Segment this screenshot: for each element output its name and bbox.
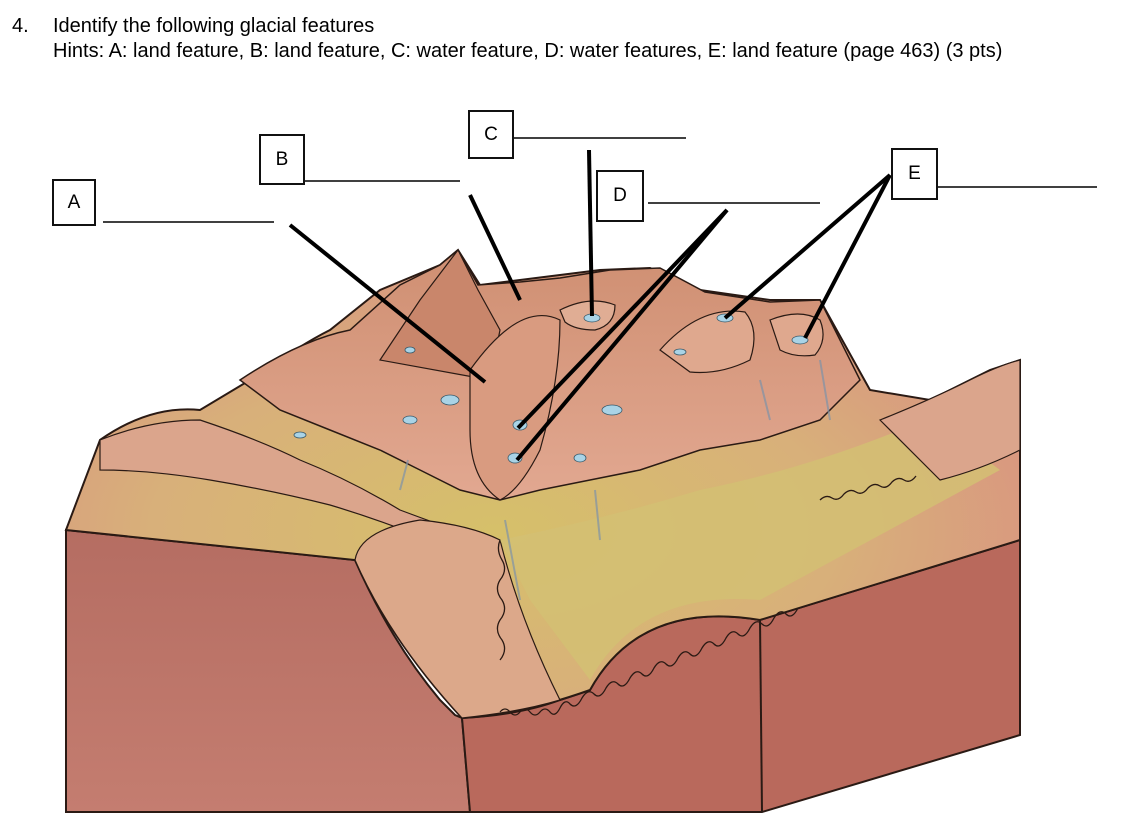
- cirque-right-2: [769, 313, 824, 357]
- answer-lines: [103, 137, 1097, 223]
- label-box-e: E: [891, 148, 938, 200]
- question-number: 4.: [12, 15, 29, 37]
- central-spur: [469, 315, 561, 501]
- cirque-right-1: [659, 310, 755, 374]
- question-hints: Hints: A: land feature, B: land feature,…: [53, 40, 1003, 62]
- label-box-d: D: [596, 170, 644, 222]
- runoff-streaks: [399, 359, 831, 601]
- right-ridge: [878, 359, 1021, 481]
- label-box-c: C: [468, 110, 514, 159]
- meandering-streams: [496, 475, 917, 716]
- label-box-b: B: [259, 134, 305, 185]
- valley-floor-green: [500, 430, 1000, 680]
- leader-lines: [288, 149, 892, 462]
- u-shaped-valley: [354, 519, 561, 719]
- label-box-a: A: [52, 179, 96, 226]
- question-title: Identify the following glacial features: [53, 15, 375, 37]
